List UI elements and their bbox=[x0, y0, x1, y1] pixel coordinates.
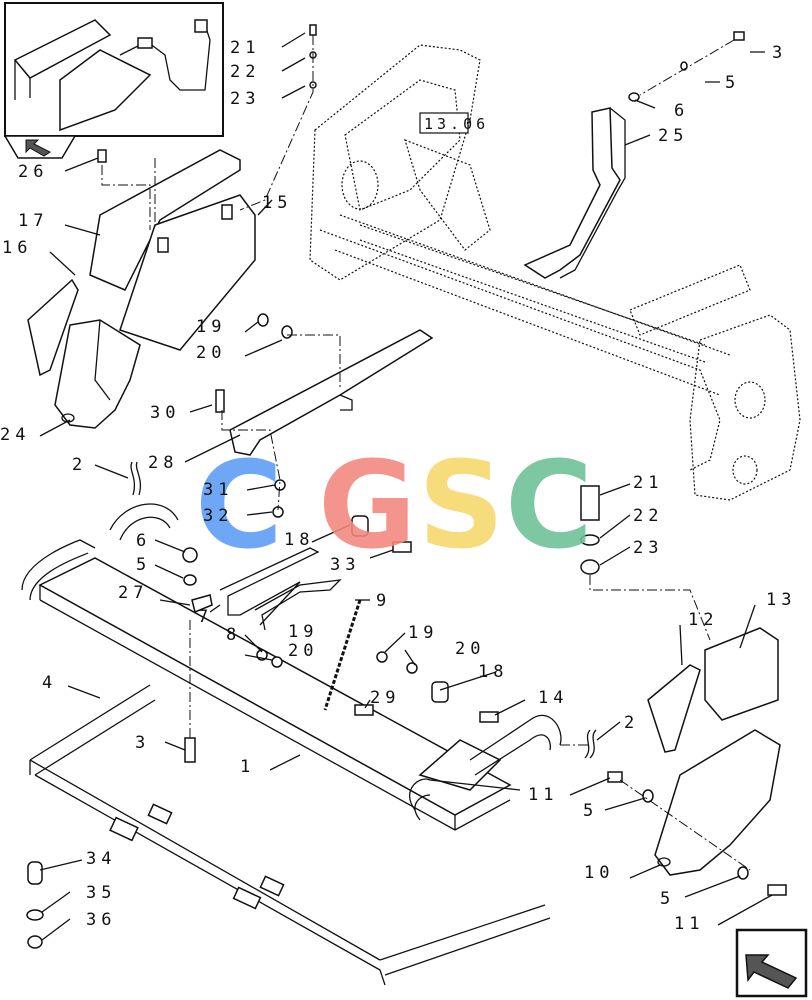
callout-20[interactable]: 20 bbox=[288, 641, 318, 661]
callout-21[interactable]: 21 bbox=[230, 38, 260, 58]
part-handle-right bbox=[408, 714, 562, 821]
callout-31[interactable]: 31 bbox=[203, 480, 233, 500]
part-4-frame bbox=[29, 684, 551, 986]
leader-lines bbox=[39, 32, 773, 941]
callout-23[interactable]: 23 bbox=[633, 538, 663, 558]
callout-32[interactable]: 32 bbox=[203, 506, 233, 526]
callout-28[interactable]: 28 bbox=[148, 453, 178, 473]
callout-34[interactable]: 34 bbox=[86, 849, 116, 869]
callout-14[interactable]: 14 bbox=[538, 688, 568, 708]
callout-2[interactable]: 2 bbox=[72, 455, 87, 475]
callout-3[interactable]: 3 bbox=[135, 733, 150, 753]
part-28-arm bbox=[229, 329, 434, 456]
alignment-lines bbox=[101, 35, 751, 871]
callout-21[interactable]: 21 bbox=[633, 473, 663, 493]
callout-20[interactable]: 20 bbox=[196, 343, 226, 363]
callout-26[interactable]: 26 bbox=[18, 162, 48, 182]
callout-36[interactable]: 36 bbox=[86, 910, 116, 930]
part-18-spacer-right bbox=[431, 681, 449, 703]
watermark-letter-2: G bbox=[318, 437, 417, 576]
callout-11[interactable]: 11 bbox=[528, 785, 558, 805]
arrow-down-left-icon bbox=[745, 954, 798, 989]
reference-box[interactable]: 13.06 bbox=[419, 112, 489, 134]
callout-22[interactable]: 22 bbox=[633, 506, 663, 526]
callout-6[interactable]: 6 bbox=[674, 101, 689, 121]
callout-8[interactable]: 8 bbox=[226, 625, 241, 645]
part-callouts: 21 22 23 3 5 6 25 26 15 17 16 19 20 30 2… bbox=[0, 38, 796, 934]
callout-18[interactable]: 18 bbox=[284, 530, 314, 550]
part-8-rod bbox=[219, 547, 320, 616]
part-handle-left bbox=[21, 503, 179, 601]
part-25-bracket bbox=[523, 107, 626, 279]
callout-16[interactable]: 16 bbox=[2, 238, 32, 258]
callout-5[interactable]: 5 bbox=[583, 801, 598, 821]
arrow-icon bbox=[25, 139, 51, 157]
callout-19[interactable]: 19 bbox=[196, 317, 226, 337]
watermark-letter-1: C bbox=[195, 437, 283, 576]
callout-5[interactable]: 5 bbox=[136, 555, 151, 575]
callout-35[interactable]: 35 bbox=[86, 883, 116, 903]
callout-2[interactable]: 2 bbox=[624, 713, 639, 733]
callout-27[interactable]: 27 bbox=[118, 583, 148, 603]
part-15-shield bbox=[119, 194, 256, 351]
callout-30[interactable]: 30 bbox=[150, 403, 180, 423]
callout-29[interactable]: 29 bbox=[370, 688, 400, 708]
watermark-letter-4: C bbox=[505, 437, 593, 576]
callout-12[interactable]: 12 bbox=[688, 610, 718, 630]
callout-19[interactable]: 19 bbox=[408, 623, 438, 643]
callout-9[interactable]: 9 bbox=[376, 591, 391, 611]
next-page-button[interactable] bbox=[735, 928, 808, 998]
watermark-letter-3: S bbox=[418, 437, 504, 576]
part-13-cover bbox=[704, 627, 779, 721]
part-12-plate bbox=[647, 664, 701, 753]
callout-7[interactable]: 7 bbox=[198, 607, 213, 627]
callout-22[interactable]: 22 bbox=[230, 62, 260, 82]
callout-10[interactable]: 10 bbox=[584, 863, 614, 883]
callout-11[interactable]: 11 bbox=[674, 914, 704, 934]
callout-13[interactable]: 13 bbox=[766, 590, 796, 610]
part-7-rod bbox=[254, 579, 342, 631]
part-10-guard bbox=[654, 729, 781, 876]
callout-18[interactable]: 18 bbox=[478, 662, 508, 682]
callout-1[interactable]: 1 bbox=[240, 757, 255, 777]
callout-23[interactable]: 23 bbox=[230, 89, 260, 109]
reference-label: 13.06 bbox=[424, 115, 489, 133]
part-27-clip bbox=[191, 594, 213, 614]
callout-5[interactable]: 5 bbox=[725, 73, 740, 93]
callout-17[interactable]: 17 bbox=[18, 211, 48, 231]
callout-19[interactable]: 19 bbox=[288, 622, 318, 642]
callout-5[interactable]: 5 bbox=[660, 889, 675, 909]
part-1-main-bar bbox=[38, 557, 512, 831]
part-16-plate bbox=[27, 278, 79, 377]
frame-assembly bbox=[309, 44, 801, 501]
part-9-chain bbox=[323, 599, 362, 711]
callout-6[interactable]: 6 bbox=[136, 531, 151, 551]
part-24-guard bbox=[54, 319, 141, 429]
part-17-cover bbox=[89, 149, 241, 291]
inset-thumbnail[interactable] bbox=[4, 2, 224, 137]
callout-3[interactable]: 3 bbox=[772, 43, 787, 63]
part-18-spacer-mid bbox=[351, 515, 369, 537]
inset-arrow-tab[interactable] bbox=[3, 135, 77, 159]
watermark: C G S C bbox=[195, 437, 593, 576]
callout-24[interactable]: 24 bbox=[0, 425, 30, 445]
callout-33[interactable]: 33 bbox=[330, 555, 360, 575]
callout-25[interactable]: 25 bbox=[658, 126, 688, 146]
callout-4[interactable]: 4 bbox=[42, 673, 57, 693]
callout-15[interactable]: 15 bbox=[262, 193, 292, 213]
callout-20[interactable]: 20 bbox=[455, 639, 485, 659]
